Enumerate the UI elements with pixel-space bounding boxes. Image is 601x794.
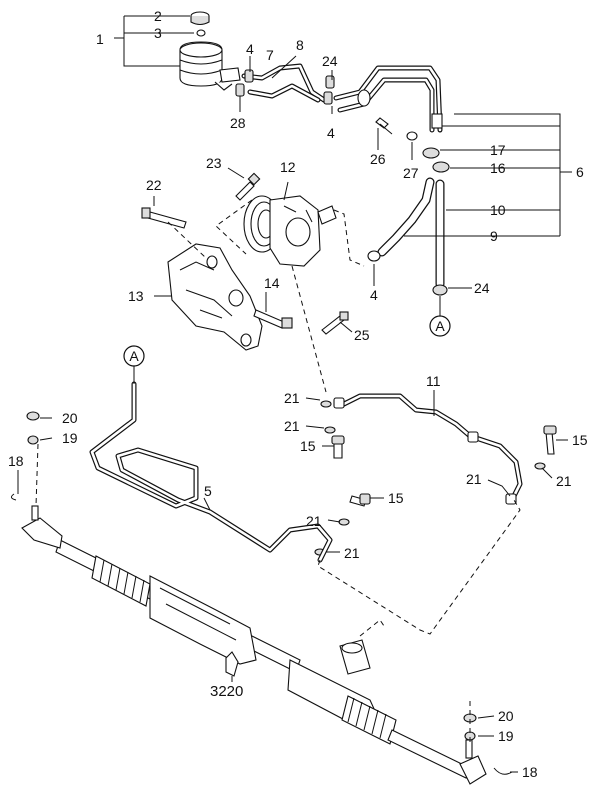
bracket-bolts xyxy=(253,309,349,335)
callout-21: 21 xyxy=(466,471,482,487)
callout-12: 12 xyxy=(280,159,296,175)
return-tube xyxy=(89,381,333,563)
pump-bracket xyxy=(167,243,263,351)
callout-21: 21 xyxy=(344,545,360,561)
tie-rod-ends xyxy=(10,411,513,785)
callout-3220: 3220 xyxy=(210,683,243,700)
callout-8: 8 xyxy=(296,37,304,53)
callout-26: 26 xyxy=(370,151,386,167)
reservoir-assembly xyxy=(179,11,241,91)
callout-3: 3 xyxy=(154,25,162,41)
callout-13: 13 xyxy=(128,288,144,304)
callout-21: 21 xyxy=(284,418,300,434)
svg-text:A: A xyxy=(435,318,445,334)
callout-14: 14 xyxy=(264,275,280,291)
callout-labels: 1 2 3 4 4 4 7 8 24 28 26 27 17 16 6 10 9… xyxy=(8,8,588,780)
callout-22: 22 xyxy=(146,177,162,193)
callout-27: 27 xyxy=(403,165,419,181)
callout-21: 21 xyxy=(284,390,300,406)
callout-17: 17 xyxy=(490,142,506,158)
callout-16: 16 xyxy=(490,160,506,176)
callout-2: 2 xyxy=(154,8,162,24)
connector-a-top: A xyxy=(429,296,451,337)
pressure-hose xyxy=(367,177,448,296)
steering-rack xyxy=(55,539,471,779)
callout-21: 21 xyxy=(306,513,322,529)
pump-bolts xyxy=(141,172,261,229)
callout-18: 18 xyxy=(8,453,24,469)
callout-23: 23 xyxy=(206,155,222,171)
callout-5: 5 xyxy=(204,483,212,499)
callout-4: 4 xyxy=(327,125,335,141)
assembly-guide-lines xyxy=(35,199,521,742)
svg-text:A: A xyxy=(129,348,139,364)
connector-a-bottom: A xyxy=(123,345,145,384)
hose-clamps xyxy=(422,147,450,173)
callout-24: 24 xyxy=(474,280,490,296)
callout-4: 4 xyxy=(370,287,378,303)
leader-lines xyxy=(17,15,572,773)
high-pressure-line xyxy=(333,393,523,505)
callout-20: 20 xyxy=(62,410,78,426)
callout-21: 21 xyxy=(556,473,572,489)
callout-10: 10 xyxy=(490,202,506,218)
callout-19: 19 xyxy=(62,430,78,446)
callout-4: 4 xyxy=(246,41,254,57)
callout-28: 28 xyxy=(230,115,246,131)
callout-15: 15 xyxy=(572,432,588,448)
callout-18: 18 xyxy=(522,764,538,780)
callout-11: 11 xyxy=(426,373,441,389)
callout-20: 20 xyxy=(498,708,514,724)
power-steering-pump xyxy=(243,195,337,267)
suction-hose xyxy=(235,63,335,105)
callout-1: 1 xyxy=(96,31,104,47)
callout-15: 15 xyxy=(300,438,316,454)
callout-19: 19 xyxy=(498,728,514,744)
callout-25: 25 xyxy=(354,327,370,343)
callout-15: 15 xyxy=(388,490,404,506)
callout-6: 6 xyxy=(576,164,584,180)
callout-7: 7 xyxy=(266,47,274,63)
return-pipe-assembly xyxy=(333,65,443,141)
callout-24: 24 xyxy=(322,53,338,69)
callout-9: 9 xyxy=(490,228,498,244)
